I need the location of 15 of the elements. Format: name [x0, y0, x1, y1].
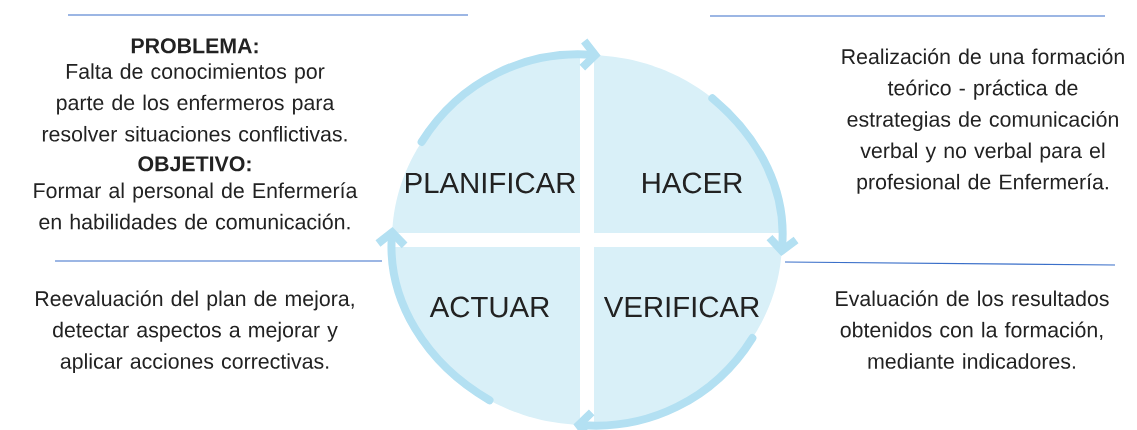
- paragraph: Evaluación de los resultados obtenidos con la formación, mediante indicadores.: [836, 290, 1109, 369]
- paragraph: Reevaluación del plan de mejora, detectar aspectos a mejorar y aplicar acciones correctivas.: [36, 290, 354, 374]
- cycle-arrow: [573, 334, 757, 430]
- quadrant-box: ACTUAR: [392, 247, 580, 425]
- cycle-arrow: [708, 94, 799, 257]
- paragraph: Falta de conocimientos por parte de los enfermeros para resolver situaciones conflictivas.: [42, 63, 347, 142]
- heading: PROBLEMA:: [131, 38, 258, 54]
- quadrant-box: HACER: [594, 55, 782, 233]
- cycle-arrow: [375, 227, 494, 405]
- paragraph: Formar al personal de Enfermería en habilidades de comunicación.: [34, 182, 358, 230]
- quadrant-box: VERIFICAR: [594, 247, 782, 425]
- cycle-arrow: [417, 38, 601, 146]
- heading: OBJETIVO:: [138, 156, 251, 172]
- paragraph: Realización de una formación teórico - práctica de estrategias de comunicación verbal y no verbal para el profesional de Enfermería.: [842, 48, 1124, 194]
- quadrant-box: PLANIFICAR: [392, 55, 580, 233]
